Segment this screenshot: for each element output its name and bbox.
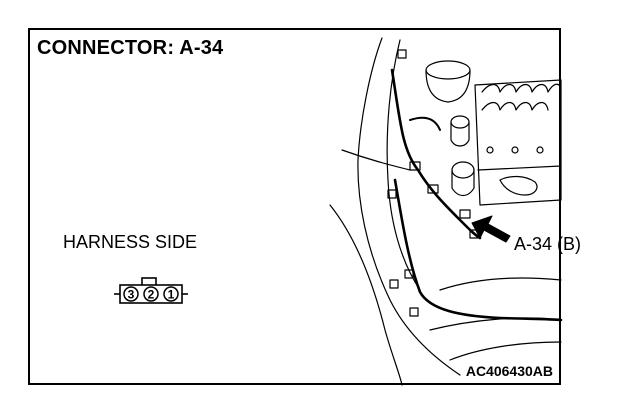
bolt-3 [536,146,544,154]
clip-3 [387,189,397,199]
clip-8 [409,307,419,317]
engine-cover [474,79,562,206]
pin-circle-1 [163,286,179,302]
diagram-frame: CONNECTOR: A-34 HARNESS SIDE 3 2 1 [28,28,581,386]
bolt-2 [511,146,519,154]
connector-face-diagram: 3 2 1 [114,277,188,304]
harness-branch [409,116,441,131]
figure-code: AC406430AB [465,363,553,379]
pin-circle-3 [123,286,139,302]
clip-4 [427,184,439,194]
engine-ribs [481,83,562,93]
tank-a-body [450,121,470,147]
pin-circle-2 [143,286,159,302]
bumper-outline [439,277,562,291]
tank-a [450,115,470,129]
reservoir-top [425,60,471,80]
bumper-curve [449,341,562,361]
reservoir-body [425,69,471,103]
clip-5 [459,209,471,219]
tank-b [451,161,475,179]
engine-ribs-2 [481,101,549,111]
clip-7 [404,269,414,279]
lower-fender [329,204,403,386]
callout-arrow-head [471,215,511,243]
pin-label-2: 2 [148,288,155,302]
inner-fender [341,149,411,171]
callout-label: A-34 (B) [514,234,581,254]
connector-title: CONNECTOR: A-34 [37,37,224,59]
bolt-1 [486,146,494,154]
tank-b-body [451,169,475,197]
hood-edge [357,37,461,376]
clip-2 [409,161,421,171]
pin-label-1: 1 [168,288,175,302]
engine-bay-illustration: A-34 (B) [329,37,581,386]
harness-side-label: HARNESS SIDE [63,232,198,252]
intake-pipe [499,175,538,196]
clip-1 [397,49,407,59]
harness-wire-lower [393,178,563,322]
engine-lower [477,165,562,171]
pin-label-3: 3 [128,288,135,302]
clip-9 [389,279,399,289]
harness-wire [390,68,482,240]
